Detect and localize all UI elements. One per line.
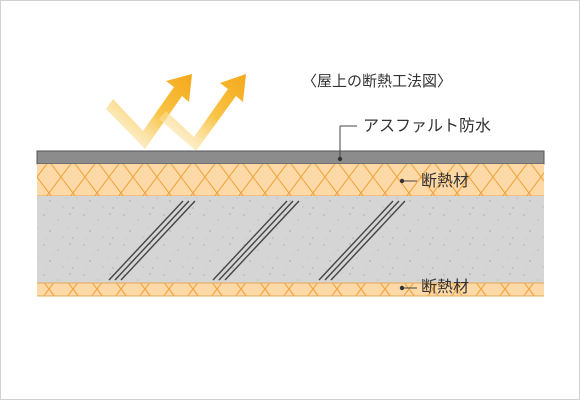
leader-asphalt bbox=[337, 125, 357, 162]
insulation-layer-bottom bbox=[37, 282, 544, 297]
label-insulation-bottom: 断熱材 bbox=[421, 277, 470, 296]
concrete-slab bbox=[37, 196, 544, 283]
label-asphalt-waterproofing: アスファルト防水 bbox=[363, 116, 492, 135]
diagram-title: 〈屋上の断熱工法図〉 bbox=[302, 72, 453, 90]
rebar-lines bbox=[108, 200, 406, 281]
asphalt-waterproof-layer bbox=[36, 150, 545, 165]
leader-insulation-top bbox=[399, 178, 417, 184]
leader-insulation-bottom bbox=[399, 285, 417, 291]
sun-heat-arrows-icon bbox=[106, 74, 246, 151]
insulation-layer-top bbox=[37, 164, 544, 197]
label-insulation-top: 断熱材 bbox=[421, 171, 470, 190]
